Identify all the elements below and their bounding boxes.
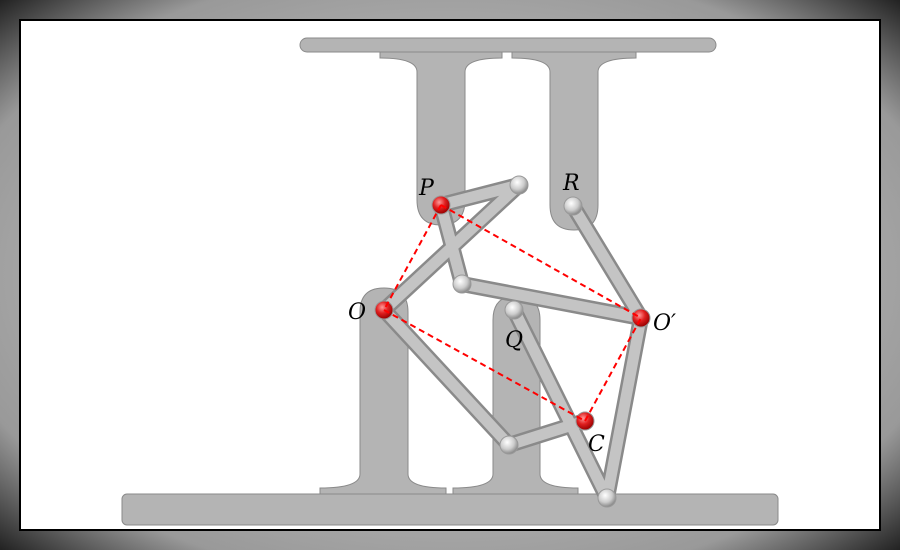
joint-B: [452, 274, 472, 294]
joint-R: [563, 196, 583, 216]
dashed-P-Oprime: [440, 204, 642, 319]
label-Q: Q: [505, 328, 523, 353]
label-O-prime: O′: [653, 311, 676, 336]
joint-A: [509, 175, 529, 195]
joint-D: [499, 435, 519, 455]
dashed-O-C: [383, 309, 586, 422]
bottom-left-pillar: [319, 287, 447, 495]
label-C: C: [588, 432, 605, 457]
label-O: O: [348, 300, 366, 325]
joint-O-prime: [631, 308, 651, 328]
top-base-bar: [299, 37, 717, 53]
bottom-base-bar: [121, 493, 779, 526]
top-right-pillar: [511, 51, 637, 231]
joint-E: [597, 488, 617, 508]
label-P: P: [418, 176, 435, 201]
joint-Q: [504, 300, 524, 320]
label-R: R: [562, 171, 580, 196]
